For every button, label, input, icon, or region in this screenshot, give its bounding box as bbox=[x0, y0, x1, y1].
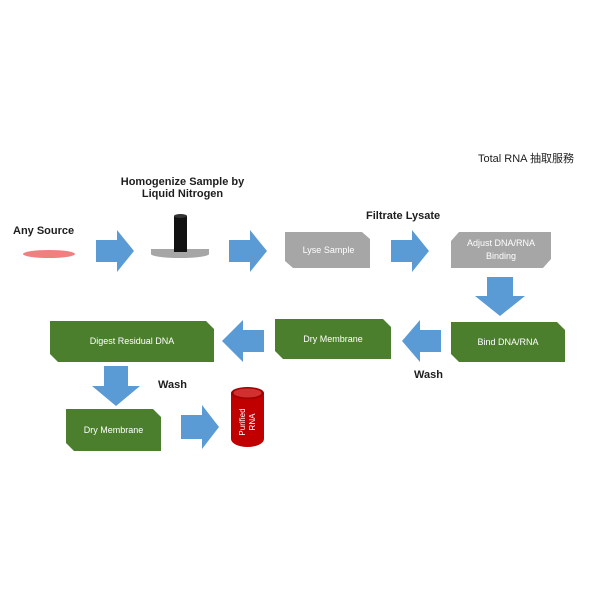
adjust-binding-text: Adjust DNA/RNA Binding bbox=[451, 232, 551, 268]
arrow-right-2 bbox=[229, 230, 267, 272]
any-source-label: Any Source bbox=[13, 225, 75, 237]
lyse-sample-box bbox=[285, 232, 370, 268]
page-title: Total RNA 抽取服務 bbox=[478, 153, 574, 165]
arrow-down-2 bbox=[92, 366, 140, 406]
digest-box bbox=[50, 321, 214, 362]
homogenizer-icon bbox=[151, 214, 209, 258]
bind-dna-rna-text: Bind DNA/RNA bbox=[477, 336, 539, 347]
arrow-left-1 bbox=[402, 320, 441, 362]
arrow-down-1 bbox=[475, 277, 525, 316]
dry-membrane-text-1: Dry Membrane bbox=[303, 333, 363, 344]
digest-residual-dna-text: Digest Residual DNA bbox=[89, 336, 175, 346]
adjust-binding-line2: Binding bbox=[485, 251, 517, 261]
purified-rna-tube-icon bbox=[231, 387, 264, 447]
wash-label-2: Wash bbox=[158, 379, 187, 391]
homogenize-label: Homogenize Sample by Liquid Nitrogen bbox=[110, 176, 255, 200]
adjust-binding-line1: Adjust DNA/RNA bbox=[466, 238, 536, 248]
arrow-right-3 bbox=[391, 230, 429, 272]
dry-membrane-box-2 bbox=[66, 409, 161, 451]
lyse-sample-text: Lyse Sample bbox=[302, 244, 355, 255]
arrow-left-2 bbox=[222, 320, 264, 362]
arrow-right-1 bbox=[96, 230, 134, 272]
wash-label-1: Wash bbox=[414, 369, 443, 381]
homogenize-label-line2: Liquid Nitrogen bbox=[141, 188, 224, 200]
purified-rna-line2: RNA bbox=[248, 413, 257, 431]
source-dish-icon bbox=[23, 250, 75, 258]
dry-membrane-box-1 bbox=[275, 319, 391, 359]
purified-rna-text: Purified RNA bbox=[228, 396, 268, 448]
bind-box bbox=[451, 322, 565, 362]
dry-membrane-text-2: Dry Membrane bbox=[83, 424, 144, 435]
homogenize-label-line1: Homogenize Sample by bbox=[120, 176, 245, 188]
adjust-binding-box bbox=[451, 232, 551, 268]
filtrate-lysate-label: Filtrate Lysate bbox=[366, 210, 441, 222]
purified-rna-line1: Purified bbox=[238, 408, 247, 436]
arrow-right-4 bbox=[181, 405, 219, 449]
